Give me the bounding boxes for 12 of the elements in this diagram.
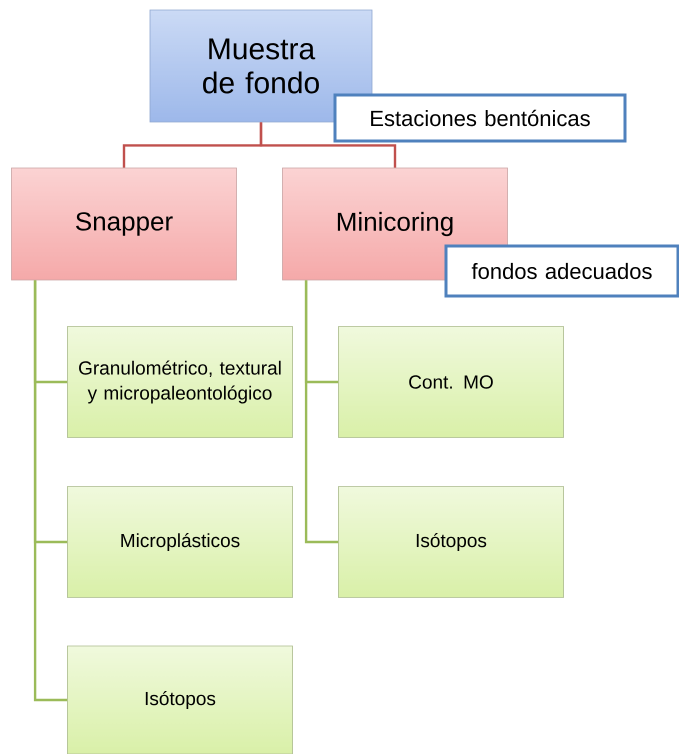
- item-box: Cont. MO: [338, 326, 564, 438]
- category-box: Snapper: [11, 168, 237, 280]
- item-box: Isótopos: [338, 486, 564, 598]
- note-box: fondos adecuados: [444, 244, 679, 298]
- note-box: Estaciones bentónicas: [334, 94, 626, 142]
- title-box: Muestra de fondo: [150, 10, 372, 122]
- item-box: Isótopos: [67, 646, 293, 754]
- connector-line: [34, 280, 68, 702]
- connector-line: [304, 280, 338, 544]
- connector-line: [260, 122, 396, 168]
- item-box: Granulométrico, textural y micropaleontológico: [67, 326, 293, 438]
- item-box: Microplásticos: [67, 486, 293, 598]
